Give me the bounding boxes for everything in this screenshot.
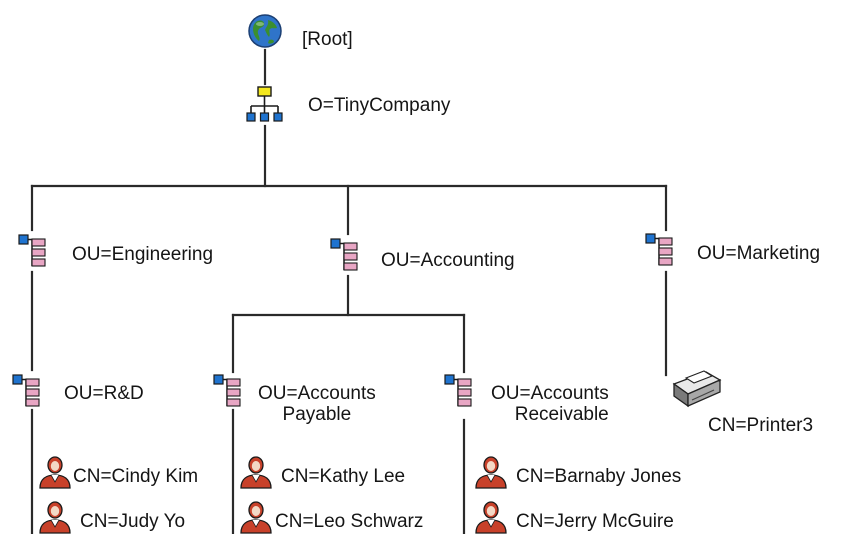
user-jerry-mcguire-label: CN=Jerry McGuire	[516, 511, 674, 532]
user-icon	[240, 501, 272, 534]
globe-icon	[248, 14, 282, 48]
printer-icon	[672, 370, 722, 408]
user-judy-yo-label: CN=Judy Yo	[80, 511, 186, 532]
user-icon	[475, 501, 507, 534]
ou-rnd-label: OU=R&D	[64, 383, 144, 404]
user-icon	[39, 501, 71, 534]
organization-icon	[246, 86, 283, 122]
user-icon	[39, 456, 71, 489]
org-unit-icon	[444, 374, 472, 407]
org-unit-icon	[330, 238, 358, 271]
user-icon	[240, 456, 272, 489]
user-icon	[475, 456, 507, 489]
ou-accounts-receivable-line2: Receivable	[514, 404, 609, 425]
org-unit-icon	[645, 233, 673, 266]
root-label: [Root]	[302, 29, 353, 50]
org-unit-icon	[18, 234, 46, 267]
ou-accounts-receivable-line1: OU=Accounts	[491, 383, 609, 404]
ou-accounts-payable-line2: Payable	[282, 404, 352, 425]
ou-engineering-label: OU=Engineering	[72, 244, 214, 265]
org-unit-icon	[213, 374, 241, 407]
user-leo-schwarz-label: CN=Leo Schwarz	[275, 511, 424, 532]
ou-accounts-receivable-label: OU=Accounts Receivable	[491, 383, 609, 425]
organization-label: O=TinyCompany	[308, 95, 451, 116]
user-cindy-kim-label: CN=Cindy Kim	[73, 466, 199, 487]
ou-accounting-label: OU=Accounting	[381, 250, 515, 271]
user-barnaby-jones-label: CN=Barnaby Jones	[516, 466, 682, 487]
ou-accounts-payable-label: OU=Accounts Payable	[258, 383, 376, 425]
ou-marketing-label: OU=Marketing	[697, 243, 821, 264]
org-unit-icon	[12, 374, 40, 407]
user-kathy-lee-label: CN=Kathy Lee	[281, 466, 406, 487]
printer3-label: CN=Printer3	[708, 415, 814, 436]
ou-accounts-payable-line1: OU=Accounts	[258, 383, 376, 404]
